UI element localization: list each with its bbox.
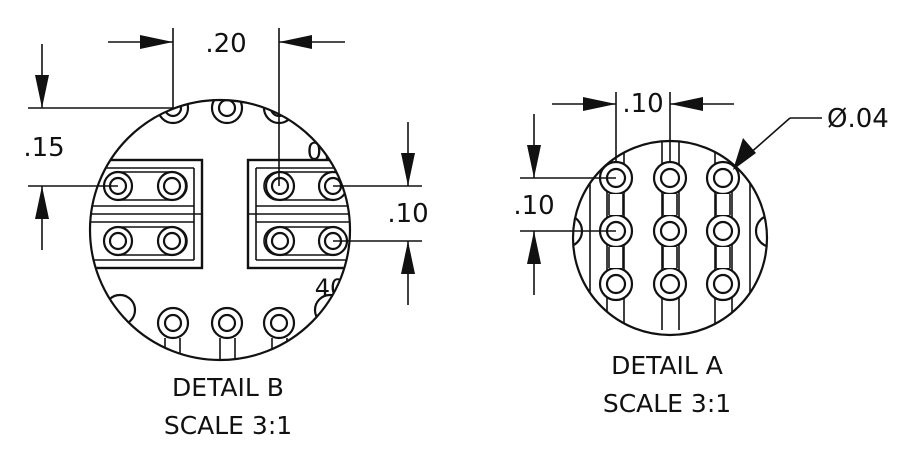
detail-a-dim-diameter: Ø.04 — [733, 104, 889, 170]
detail-a-caption-scale: SCALE 3:1 — [603, 389, 731, 418]
detail-b-dim-h-label: .20 — [205, 29, 246, 59]
detail-b-boundary — [88, 98, 352, 362]
detail-a-pads — [573, 160, 767, 302]
detail-b-caption-scale: SCALE 3:1 — [164, 411, 292, 440]
detail-a-dim-h-label: .10 — [622, 89, 663, 119]
detail-a-dim-horizontal: .10 — [552, 89, 734, 162]
detail-b-dim-v-label: .15 — [23, 133, 64, 163]
detail-a: .10 .10 Ø.04 DETAIL A SCALE 3:1 — [513, 89, 889, 418]
detail-a-dim-diameter-label: Ø.04 — [827, 104, 889, 134]
detail-a-caption-title: DETAIL A — [611, 351, 723, 380]
detail-b-left-connector — [90, 158, 204, 270]
detail-a-dim-v-label: .10 — [513, 191, 554, 221]
detail-b-bottom-pads — [103, 293, 347, 360]
detail-a-contents — [573, 141, 767, 330]
detail-b-dim-horizontal: .20 — [108, 28, 345, 186]
detail-b-dim-pitch: .10 — [333, 122, 429, 305]
detail-b-dim-vertical: .15 — [23, 44, 173, 250]
detail-b-contents: 40 40 — [90, 100, 350, 360]
detail-a-dim-vertical: .10 — [513, 114, 616, 295]
detail-b-right-connector — [246, 158, 350, 270]
detail-b-caption-title: DETAIL B — [172, 373, 284, 402]
detail-b: 40 40 .20 — [23, 28, 429, 440]
detail-b-dim-pitch-label: .10 — [387, 199, 428, 229]
detail-b-top-pads — [103, 100, 347, 125]
